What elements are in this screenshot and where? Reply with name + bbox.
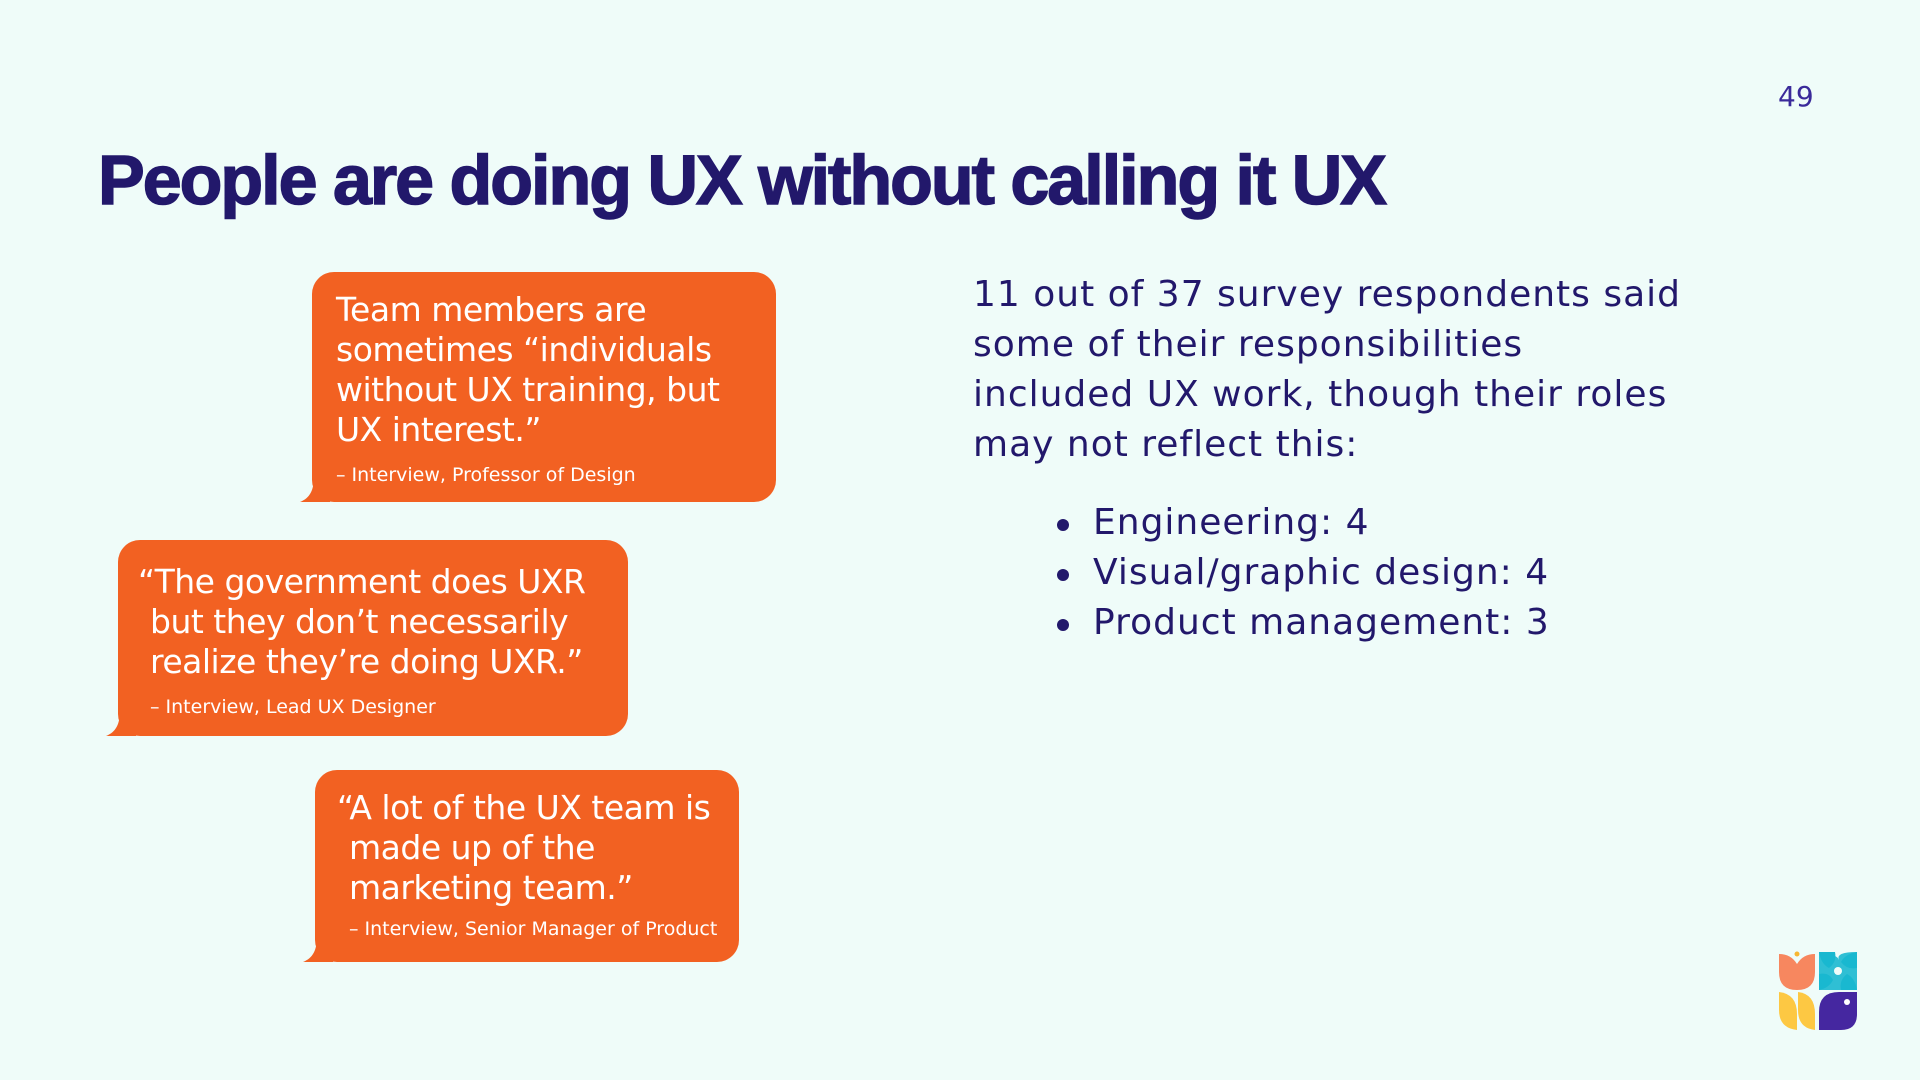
survey-summary: 11 out of 37 survey respondents said som… bbox=[973, 274, 1682, 465]
roles-list: Engineering: 4 Visual/graphic design: 4 … bbox=[1055, 498, 1550, 648]
brand-logo-icon bbox=[1779, 951, 1857, 1030]
list-item: Engineering: 4 bbox=[1055, 498, 1550, 548]
quote-attribution: – Interview, Senior Manager of Product bbox=[349, 918, 718, 940]
quote-bubble: “The government does UXR but they don’t … bbox=[106, 540, 628, 736]
list-item: Visual/graphic design: 4 bbox=[1055, 548, 1550, 598]
speech-tail-icon bbox=[303, 936, 333, 962]
page-number: 49 bbox=[1778, 80, 1814, 113]
quote-bubble: Team members are sometimes “individuals … bbox=[300, 272, 776, 502]
list-item: Product management: 3 bbox=[1055, 598, 1550, 648]
quote-text: “A lot of the UX team is made up of the … bbox=[337, 788, 711, 907]
quote-text: Team members are sometimes “individuals … bbox=[336, 290, 720, 449]
slide-title: People are doing UX without calling it U… bbox=[97, 140, 1388, 220]
speech-tail-icon bbox=[106, 710, 136, 736]
quote-attribution: – Interview, Lead UX Designer bbox=[150, 696, 436, 718]
speech-tail-icon bbox=[300, 476, 330, 502]
quote-bubble: “A lot of the UX team is made up of the … bbox=[303, 770, 739, 962]
quote-attribution: – Interview, Professor of Design bbox=[336, 464, 636, 486]
quote-text: “The government does UXR but they don’t … bbox=[138, 562, 586, 681]
